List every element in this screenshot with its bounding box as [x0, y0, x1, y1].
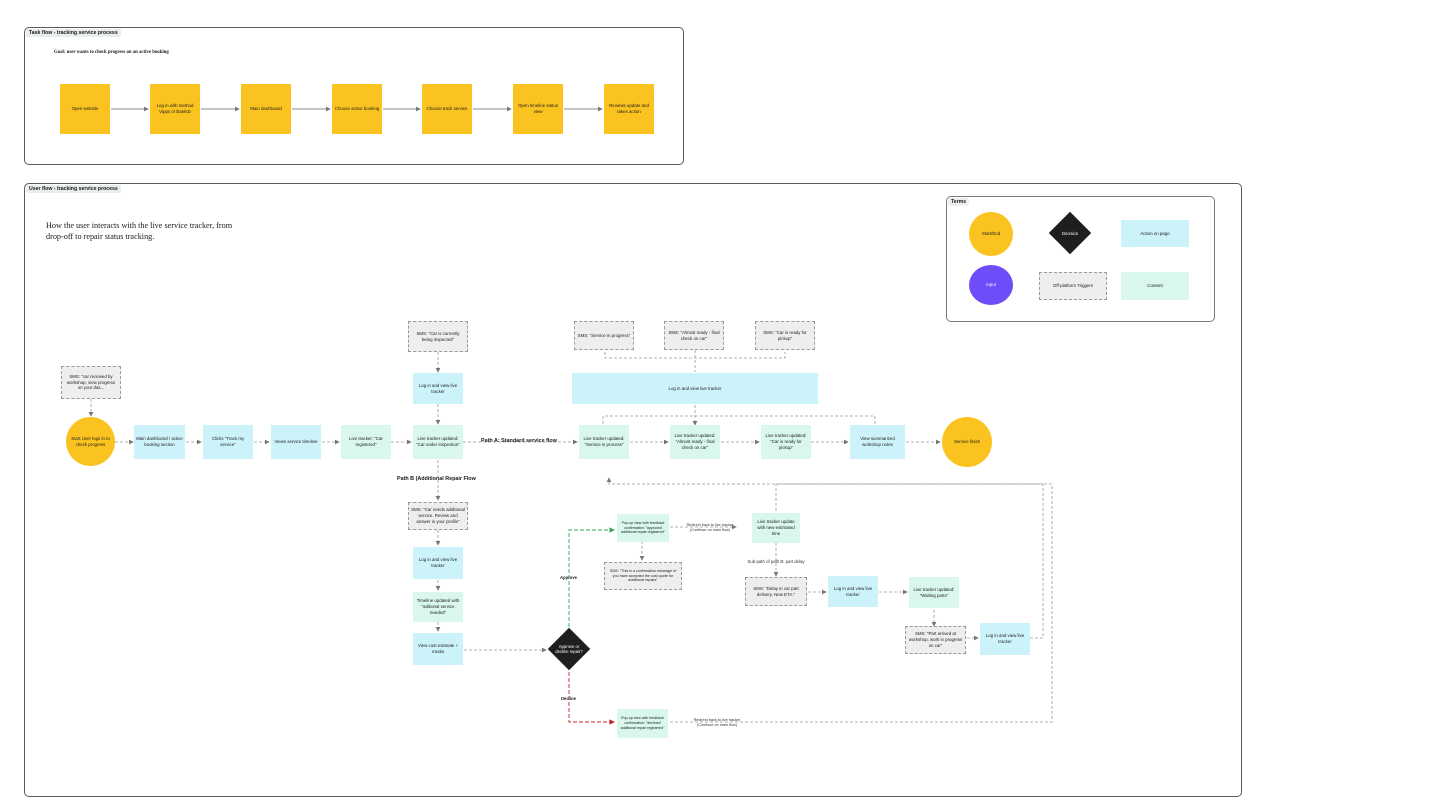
- sms-service-in-progress: SMS: "Service in progress": [574, 321, 634, 350]
- legend-action: Action on page: [1121, 220, 1189, 247]
- login-view-1[interactable]: Log in and view live tracker: [413, 373, 463, 404]
- path-b-label: Path B (Additional Repair Flow: [397, 476, 476, 482]
- legend-content: Content: [1121, 272, 1189, 300]
- login-view-top[interactable]: Log in and view live tracker: [572, 373, 818, 404]
- tracker-ready-node: Live tracker updated: "Car is ready for …: [761, 425, 811, 459]
- tracker-new-time-node: Live tracker update with new estimated t…: [752, 513, 800, 543]
- sms-confirmation: SMS: "This is a confirmation message of …: [604, 562, 682, 590]
- task-goal: Goal: user wants to check progress on an…: [54, 50, 169, 55]
- redirect-note-1: Redirect back to live tracker (Continue …: [686, 523, 734, 532]
- sms-car-ready: SMS: "Car is ready for pickup": [755, 321, 815, 350]
- service-finish-node: Service finish: [942, 417, 992, 467]
- path-a-label: Path A: Standard service flow: [481, 438, 557, 444]
- task-step-timeline: Open timeline status view: [513, 84, 563, 134]
- sms-almost-ready: SMS: "Almost ready - final check on car": [664, 321, 724, 350]
- live-registered-node: Live tracker: "Car registered": [341, 425, 391, 459]
- tracker-inspection-node: Live tracker updated: "Car under inspect…: [413, 425, 463, 459]
- login-view-3[interactable]: Log in and view live tracker: [828, 576, 878, 607]
- task-step-choose-booking: Choose active booking: [332, 84, 382, 134]
- views-timeline-node[interactable]: Views service timeline: [271, 425, 321, 459]
- login-view-4[interactable]: Log in and view live tracker: [980, 623, 1030, 655]
- popup-decline-node: Pop-up view with feedback confirmation: …: [617, 709, 668, 738]
- task-step-choose-track: Choose track service: [422, 84, 472, 134]
- view-notes-node[interactable]: View summarized workshop notes: [850, 425, 905, 459]
- task-step-log-in: Log in with method Vipps or BankID: [150, 84, 200, 134]
- decision-label: Approve or decline repair?: [555, 643, 583, 654]
- approve-label: Approve: [560, 575, 577, 580]
- view-cost-node[interactable]: View cost estimate + media: [413, 633, 463, 665]
- task-flow-label: Task flow - tracking service process: [26, 29, 121, 37]
- main-dashboard-node[interactable]: Main dashboard / active booking section: [134, 425, 185, 459]
- tracker-almost-node: Live tracker updated: "Almost ready - fi…: [670, 425, 720, 459]
- user-flow-label: User flow - tracking service process: [26, 185, 121, 193]
- start-node: Start User logs in to check progress: [66, 417, 115, 466]
- task-step-main-dashboard: Main dashboard: [241, 84, 291, 134]
- sms-additional-service: SMS: "Car needs additional service. Revi…: [408, 502, 468, 530]
- sub-path-label: Sub-path of path B: part delay: [747, 559, 805, 564]
- login-view-2[interactable]: Log in and view live tracker: [413, 547, 463, 579]
- user-flow-description: How the user interacts with the live ser…: [46, 221, 233, 242]
- sms-part-arrived: SMS: "Part arrived at workshop, work in …: [905, 626, 966, 654]
- legend-input: Input: [969, 265, 1013, 305]
- sms-delay: SMS: "Delay in car part delivery. New ET…: [745, 577, 807, 606]
- tracker-waiting-node: Live tracker updated: "Waiting parts": [909, 577, 959, 608]
- popup-approve-node: Pop-up view with feedback confirmation: …: [617, 514, 669, 542]
- tracker-in-process-node: Live tracker updated: "Service in proces…: [579, 425, 629, 459]
- clicks-track-node[interactable]: Clicks "Track my service": [203, 425, 253, 459]
- legend-off-platform: Off-platform Triggers: [1039, 272, 1107, 300]
- task-step-open-website: Open website: [60, 84, 110, 134]
- legend-title: Terms: [948, 198, 970, 206]
- legend-decision-label: Decision: [1061, 231, 1079, 237]
- redirect-note-2: Redirect back to live tracker (Continue …: [693, 718, 741, 727]
- sms-inspected: SMS: "Car is currently being inspected": [408, 321, 468, 352]
- decline-label: Decline: [561, 696, 576, 701]
- legend-start-end: Start/End: [969, 212, 1013, 256]
- sms-car-received: SMS: "car received by workshop, view pro…: [61, 366, 121, 399]
- task-step-reviews: Reviews update and takes action: [604, 84, 654, 134]
- timeline-additional-node: Timeline updated with "aditional service…: [413, 592, 463, 622]
